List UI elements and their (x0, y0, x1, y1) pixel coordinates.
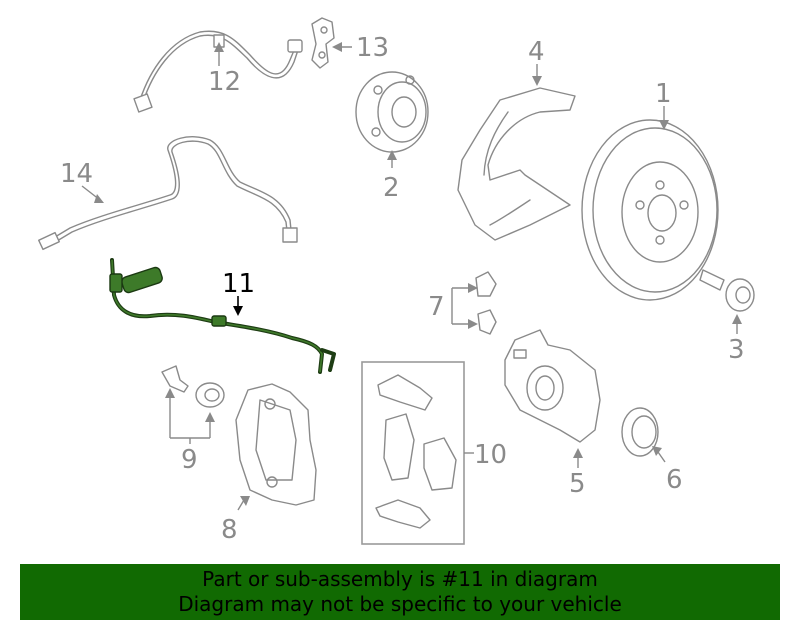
banner-line-1: Part or sub-assembly is #11 in diagram (202, 567, 598, 591)
leader-2 (387, 150, 397, 168)
leader-12 (214, 42, 224, 66)
callout-2: 2 (383, 173, 400, 203)
part-1-brake-rotor[interactable] (581, 119, 719, 301)
callout-11: 11 (222, 269, 255, 299)
callout-4: 4 (528, 37, 545, 67)
part-4-splash-shield[interactable] (457, 87, 576, 241)
callout-9: 9 (181, 445, 198, 475)
parts-diagram: 12 13 14 2 (38, 17, 755, 545)
callout-8: 8 (221, 515, 238, 545)
part-14-abs-sensor[interactable] (38, 136, 298, 251)
leader-4 (532, 64, 542, 86)
leader-5 (573, 448, 583, 468)
part-8-caliper-bracket[interactable] (235, 383, 317, 506)
leader-8 (237, 496, 250, 511)
callout-7: 7 (428, 292, 445, 322)
callout-3: 3 (728, 335, 745, 365)
leader-1 (659, 106, 669, 130)
callout-12: 12 (208, 67, 241, 97)
part-6-seal[interactable] (621, 407, 659, 457)
part-9-guide-pin-bolt[interactable] (161, 365, 225, 408)
part-11-brake-wear-sensor[interactable] (109, 258, 336, 374)
callout-10: 10 (474, 440, 507, 470)
leader-11 (233, 296, 243, 316)
callout-14: 14 (60, 159, 93, 189)
leader-6 (652, 446, 666, 463)
callout-13: 13 (356, 33, 389, 63)
leader-13 (332, 42, 352, 52)
callout-1: 1 (655, 79, 672, 109)
part-5-brake-caliper[interactable] (504, 329, 601, 443)
part-13-bracket[interactable] (311, 17, 335, 69)
leader-9 (165, 388, 215, 444)
part-12-brake-hose[interactable] (133, 30, 303, 113)
part-10-brake-pad-set[interactable] (361, 361, 465, 545)
callout-5: 5 (569, 469, 586, 499)
notice-banner: Part or sub-assembly is #11 in diagram D… (20, 564, 780, 620)
leader-3 (732, 314, 742, 334)
banner-line-2: Diagram may not be specific to your vehi… (178, 592, 622, 616)
part-2-wheel-hub[interactable] (355, 71, 429, 153)
callout-6: 6 (666, 465, 683, 495)
leader-14 (81, 185, 104, 203)
part-7-bleeder-screws[interactable] (475, 271, 497, 335)
part-3-wheel-bolt[interactable] (699, 269, 755, 312)
leader-7 (451, 283, 478, 329)
